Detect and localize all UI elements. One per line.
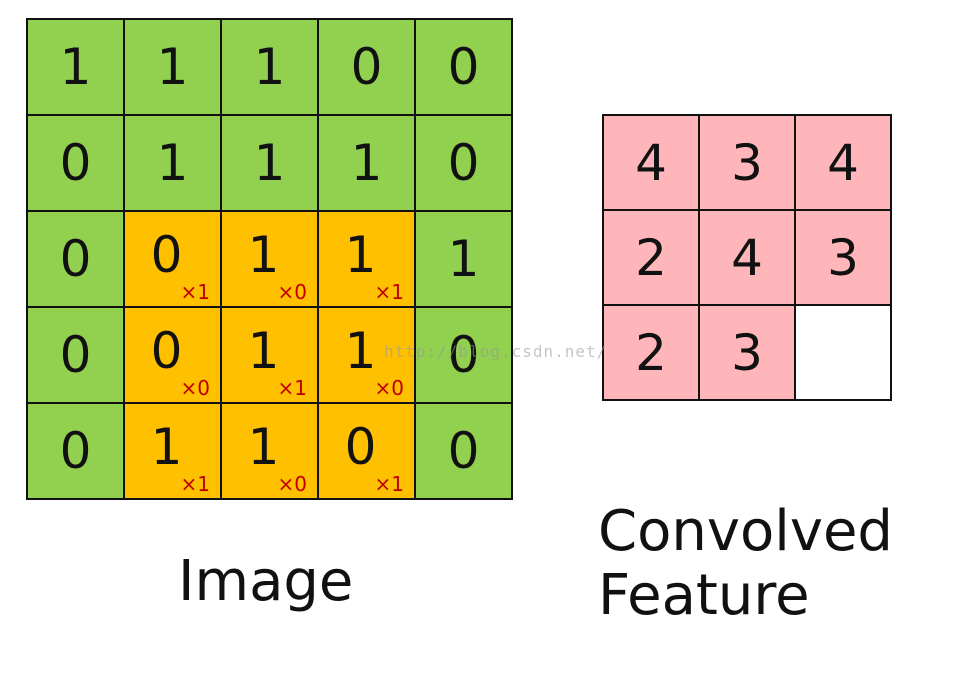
convolved-feature-caption-line1: Convolved: [598, 499, 893, 564]
feature-cell: 3: [700, 306, 794, 399]
image-caption: Image: [178, 549, 354, 614]
feature-cell: 4: [700, 211, 794, 304]
image-cell-kernel: 1×0: [222, 404, 317, 498]
convolved-feature-caption: Convolved Feature: [598, 499, 893, 629]
kernel-weight: ×1: [374, 280, 404, 304]
feature-cell: 2: [604, 211, 698, 304]
image-cell: 0: [319, 20, 414, 114]
image-cell: 1: [319, 116, 414, 210]
image-cell-kernel: 1×0: [222, 212, 317, 306]
feature-cell-value: 2: [635, 228, 667, 287]
image-cell: 0: [28, 308, 123, 402]
image-cell: 1: [125, 116, 220, 210]
image-cell-kernel: 0×0: [125, 308, 220, 402]
image-cell-kernel: 1×1: [319, 212, 414, 306]
image-cell: 0: [416, 20, 511, 114]
image-cell: 0: [28, 212, 123, 306]
image-cell-value: 1: [247, 418, 280, 476]
image-cell-value: 0: [59, 422, 92, 480]
image-cell-value: 1: [350, 134, 383, 192]
image-cell-value: 1: [344, 226, 377, 284]
feature-cell-value: 4: [827, 133, 859, 192]
image-cell: 1: [125, 20, 220, 114]
kernel-weight: ×1: [180, 472, 210, 496]
image-cell: 0: [28, 116, 123, 210]
feature-cell: 3: [796, 211, 890, 304]
kernel-weight: ×1: [374, 472, 404, 496]
image-cell-value: 0: [344, 418, 377, 476]
image-cell-value: 1: [150, 418, 183, 476]
feature-cell: 2: [604, 306, 698, 399]
image-cell-kernel: 1×1: [222, 308, 317, 402]
feature-cell-value: 3: [731, 133, 763, 192]
image-cell: 0: [416, 404, 511, 498]
image-cell-value: 0: [59, 230, 92, 288]
kernel-weight: ×1: [180, 280, 210, 304]
kernel-weight: ×0: [277, 472, 307, 496]
feature-cell-empty: [796, 306, 890, 399]
image-cell-kernel: 0×1: [125, 212, 220, 306]
image-cell-value: 0: [447, 422, 480, 480]
image-cell: 1: [222, 20, 317, 114]
feature-cell: 4: [796, 116, 890, 209]
convolved-feature-matrix: 4 3 4 2 4 3 2 3: [602, 114, 892, 401]
image-cell-value: 1: [156, 134, 189, 192]
image-cell: 0: [416, 308, 511, 402]
image-cell-value: 1: [447, 230, 480, 288]
feature-cell: 3: [700, 116, 794, 209]
image-cell: 1: [28, 20, 123, 114]
image-cell-kernel: 1×1: [125, 404, 220, 498]
feature-cell: 4: [604, 116, 698, 209]
convolved-feature-caption-line2: Feature: [598, 563, 810, 629]
image-cell-value: 0: [59, 326, 92, 384]
image-cell: 0: [416, 116, 511, 210]
feature-cell-value: 3: [731, 323, 763, 382]
image-cell-value: 0: [150, 226, 183, 284]
feature-cell-value: 4: [635, 133, 667, 192]
feature-cell-value: 4: [731, 228, 763, 287]
image-cell-value: 1: [156, 38, 189, 96]
kernel-weight: ×0: [374, 376, 404, 400]
image-cell-value: 1: [247, 226, 280, 284]
image-cell: 0: [28, 404, 123, 498]
kernel-weight: ×0: [277, 280, 307, 304]
image-cell-kernel: 0×1: [319, 404, 414, 498]
image-cell-value: 1: [59, 38, 92, 96]
image-cell-value: 0: [447, 326, 480, 384]
image-cell-value: 1: [253, 38, 286, 96]
image-cell-value: 1: [253, 134, 286, 192]
image-cell-value: 0: [447, 134, 480, 192]
image-cell-value: 1: [247, 322, 280, 380]
kernel-weight: ×0: [180, 376, 210, 400]
image-cell-value: 1: [344, 322, 377, 380]
image-cell-kernel: 1×0: [319, 308, 414, 402]
image-cell-value: 0: [350, 38, 383, 96]
feature-cell-value: 3: [827, 228, 859, 287]
image-cell: 1: [416, 212, 511, 306]
image-cell-value: 0: [150, 322, 183, 380]
watermark-text: http://blog.csdn.net/: [384, 342, 608, 361]
kernel-weight: ×1: [277, 376, 307, 400]
feature-cell-value: 2: [635, 323, 667, 382]
image-cell-value: 0: [59, 134, 92, 192]
image-cell-value: 0: [447, 38, 480, 96]
image-cell: 1: [222, 116, 317, 210]
